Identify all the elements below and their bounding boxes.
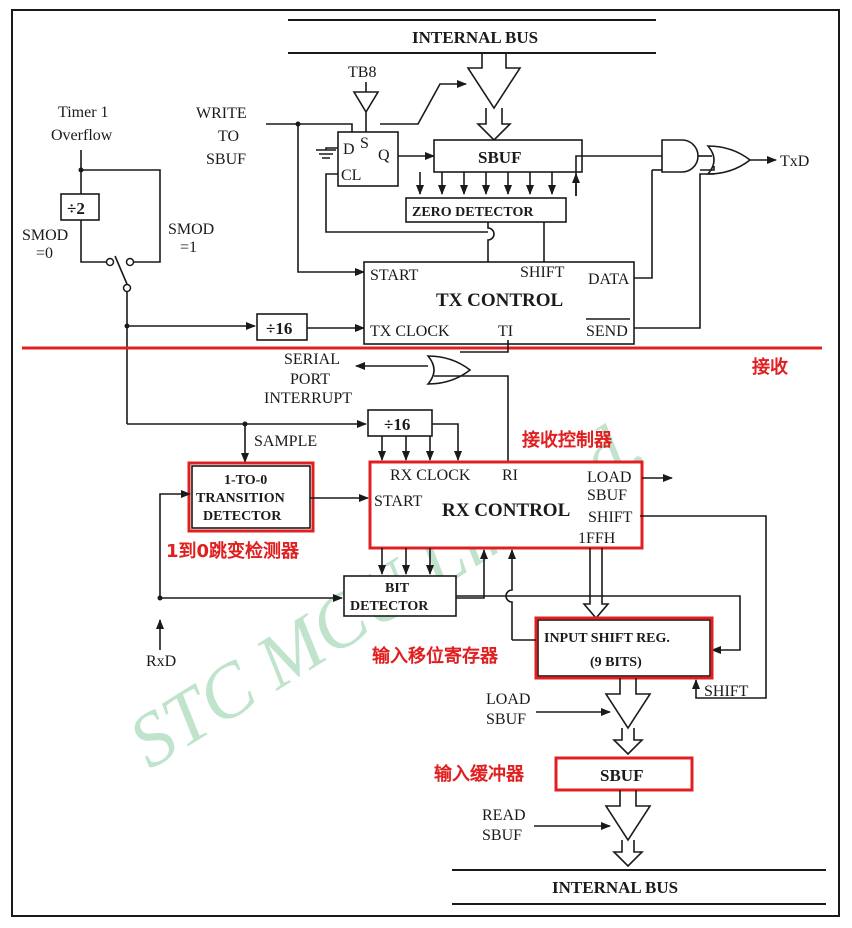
svg-text:RI: RI [502,467,518,484]
tx-control-block [363,261,635,345]
svg-text:BIT: BIT [385,581,410,596]
svg-text:SAMPLE: SAMPLE [254,433,317,450]
svg-text:TB8: TB8 [348,64,376,81]
tx-and-gate [661,139,699,173]
svg-text:LOAD: LOAD [486,691,530,708]
svg-text:SBUF: SBUF [482,827,522,844]
svg-text:INPUT SHIFT REG.: INPUT SHIFT REG. [544,631,670,646]
svg-text:S: S [360,135,369,152]
interrupt-or-gate [426,355,472,385]
transition-detector-box [191,465,311,529]
annotation-transition-detector: 1到0跳变检测器 [166,540,300,562]
svg-text:SERIAL: SERIAL [284,351,340,368]
svg-text:SHIFT: SHIFT [704,683,749,700]
divide-by-16-rx-box [367,409,433,437]
svg-text:TRANSITION: TRANSITION [196,491,285,506]
tx-or-gate [706,145,752,175]
internal-bus-top: INTERNAL BUS [288,19,656,54]
sbuf-tx-register [433,139,583,173]
svg-text:1FFH: 1FFH [578,530,616,547]
svg-text:(9 BITS): (9 BITS) [590,655,642,670]
svg-text:READ: READ [482,807,526,824]
annotation-input-shift: 输入移位寄存器 [372,645,499,667]
outer-frame [11,9,840,917]
svg-text:LOAD: LOAD [587,469,631,486]
svg-text:SHIFT: SHIFT [520,264,565,281]
svg-text:INTERNAL BUS: INTERNAL BUS [412,28,538,47]
svg-text:SHIFT: SHIFT [588,509,633,526]
svg-text:TX CLOCK: TX CLOCK [370,323,450,340]
bit-detector-box [343,575,457,617]
bus-to-sbuf-arrow [466,53,522,110]
svg-text:WRITE: WRITE [196,105,247,122]
svg-text:Timer 1: Timer 1 [58,104,109,121]
internal-bus-bottom: INTERNAL BUS [452,869,826,905]
svg-text:=0: =0 [36,245,53,262]
svg-text:DATA: DATA [588,271,630,288]
svg-text:Overflow: Overflow [51,127,113,144]
svg-text:START: START [370,267,419,284]
svg-text:SBUF: SBUF [587,487,627,504]
tx-flip-flop [337,131,399,187]
svg-text:SBUF: SBUF [206,151,246,168]
input-shift-register [537,619,711,677]
smod-switch [114,255,128,285]
svg-text:÷2: ÷2 [67,199,85,218]
svg-text:SEND: SEND [586,323,628,340]
annotation-input-buffer: 输入缓冲器 [434,763,525,785]
svg-text:SMOD: SMOD [22,227,68,244]
svg-text:÷16: ÷16 [266,319,292,338]
svg-text:INTERNAL BUS: INTERNAL BUS [552,878,678,897]
svg-text:TX CONTROL: TX CONTROL [436,290,563,311]
svg-text:SMOD: SMOD [168,221,214,238]
svg-text:SBUF: SBUF [600,766,643,785]
zero-detector-box [405,197,567,223]
ground-symbol [316,147,338,159]
divide-by-16-tx-box [256,313,308,341]
svg-text:ZERO DETECTOR: ZERO DETECTOR [412,205,534,220]
sbuf-to-zero-detector-arrows [416,172,580,196]
svg-text:RX CONTROL: RX CONTROL [442,500,570,521]
svg-text:DETECTOR: DETECTOR [203,509,282,524]
tb8-buffer [352,91,380,114]
svg-text:D: D [343,141,355,158]
svg-text:Q: Q [378,147,390,164]
svg-text:RX CLOCK: RX CLOCK [390,467,471,484]
svg-text:START: START [374,493,423,510]
svg-text:RxD: RxD [146,653,176,670]
svg-text:TI: TI [498,323,513,340]
svg-text:DETECTOR: DETECTOR [350,599,429,614]
svg-text:TO: TO [218,128,239,145]
svg-text:SBUF: SBUF [478,148,521,167]
annotation-rx-controller: 接收控制器 [522,429,613,451]
svg-text:=1: =1 [180,239,197,256]
svg-text:PORT: PORT [290,371,330,388]
svg-text:INTERRUPT: INTERRUPT [264,390,352,407]
svg-text:TxD: TxD [780,153,809,170]
svg-text:÷16: ÷16 [384,415,410,434]
svg-text:SBUF: SBUF [486,711,526,728]
svg-text:CL: CL [341,167,361,184]
annotation-receive: 接收 [752,356,788,378]
svg-text:1-TO-0: 1-TO-0 [224,473,267,488]
divide-by-2-box [60,193,100,221]
